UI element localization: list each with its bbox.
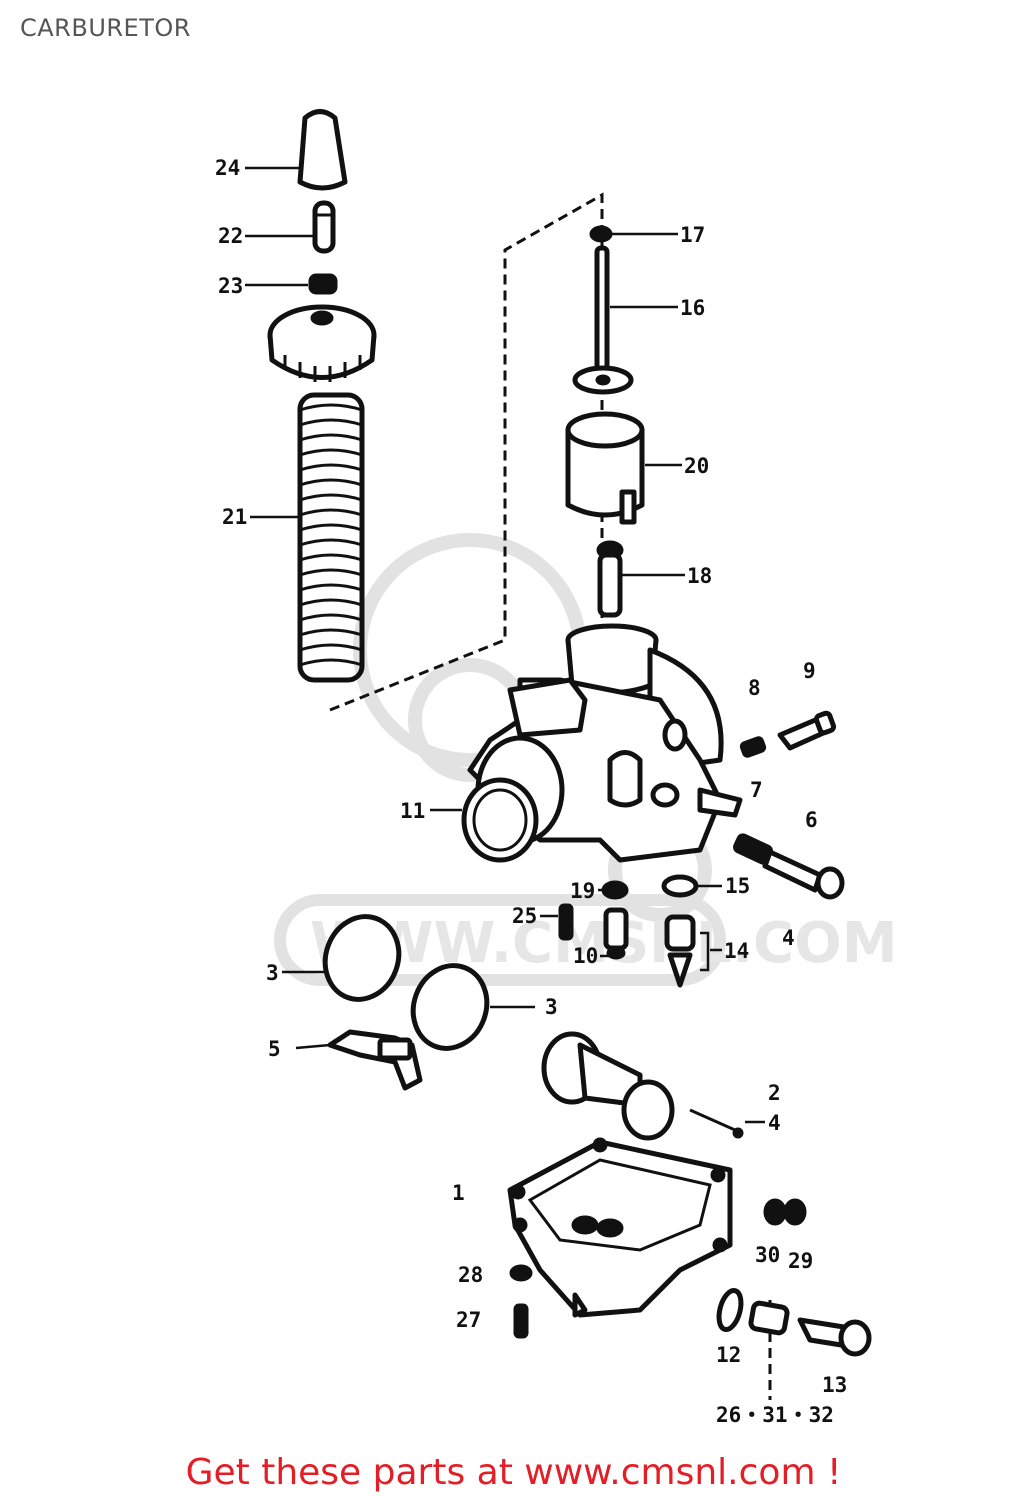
callout-28: 28 [458, 1263, 483, 1287]
callout-3-right: 3 [545, 995, 558, 1019]
leader-lines [245, 166, 765, 1124]
callout-12: 12 [716, 1343, 741, 1367]
part-throttle-stop-screw [777, 710, 837, 751]
part-float-pin [689, 1108, 744, 1139]
callout-17: 17 [680, 223, 705, 247]
part-carburetor-body [461, 623, 743, 863]
callout-1: 1 [452, 1181, 465, 1205]
footer-suffix: ! [815, 1452, 842, 1493]
callout-20: 20 [684, 454, 709, 478]
part-stop-screw-spring [739, 736, 767, 758]
part-main-jet [603, 907, 629, 960]
footer-link[interactable]: www.cmsnl.com [524, 1452, 816, 1493]
callout-numbers: 24 22 23 21 17 16 20 18 9 8 7 6 11 15 19… [215, 156, 847, 1427]
callout-16: 16 [680, 296, 705, 320]
part-float-chamber [507, 1137, 733, 1318]
callout-13: 13 [822, 1373, 847, 1397]
part-float-arm [327, 1029, 423, 1091]
callout-24: 24 [215, 156, 240, 180]
part-pilot-jet [558, 903, 574, 941]
callout-14: 14 [724, 939, 749, 963]
callout-22: 22 [218, 224, 243, 248]
callout-7: 7 [750, 778, 763, 802]
part-float-assembly [541, 1031, 675, 1141]
callout-4-upper: 4 [782, 926, 795, 950]
callout-15: 15 [725, 874, 750, 898]
callout-5: 5 [268, 1037, 281, 1061]
callout-30: 30 [755, 1243, 780, 1267]
footer-prefix: Get these parts at [185, 1452, 525, 1493]
part-screw-washer [509, 1264, 533, 1282]
part-needle-jet [596, 540, 624, 618]
part-drain-plug [763, 1198, 807, 1226]
part-drain-fitting [748, 1300, 790, 1336]
callout-8: 8 [748, 676, 761, 700]
part-throttle-spring [297, 392, 365, 683]
part-float-left [322, 914, 402, 1002]
callout-4-lower: 4 [768, 1111, 781, 1135]
footer-banner: Get these parts at www.cmsnl.com ! [0, 1452, 1027, 1493]
page-title: CARBURETOR [20, 14, 191, 42]
callout-3-left: 3 [266, 961, 279, 985]
callout-25: 25 [512, 904, 537, 928]
part-jet-needle [594, 245, 610, 376]
part-mixing-chamber-top [267, 304, 377, 382]
part-cap [297, 109, 348, 191]
callout-9: 9 [803, 659, 816, 683]
callout-29: 29 [788, 1249, 813, 1273]
part-float-right [410, 963, 490, 1051]
part-chamber-screw [513, 1303, 529, 1339]
part-throttle-valve [565, 411, 645, 525]
callout-21: 21 [222, 505, 247, 529]
callout-23: 23 [218, 274, 243, 298]
part-washer [601, 880, 629, 900]
part-adjust-screw [312, 200, 336, 254]
part-float-valve [664, 914, 710, 988]
part-air-screw [762, 849, 845, 900]
callout-6: 6 [805, 808, 818, 832]
part-needle-clip [589, 225, 613, 243]
callout-2: 2 [768, 1081, 781, 1105]
part-drain-gasket [716, 1288, 744, 1332]
callout-27: 27 [456, 1308, 481, 1332]
part-lock-nut [308, 273, 338, 295]
callout-11: 11 [400, 799, 425, 823]
callout-19: 19 [570, 879, 595, 903]
callout-26-31-32: 26・31・32 [716, 1403, 834, 1427]
part-o-ring [661, 874, 699, 898]
part-drain-bolt [797, 1317, 872, 1357]
callout-18: 18 [687, 564, 712, 588]
part-needle-retainer [572, 365, 634, 395]
callout-10: 10 [573, 944, 598, 968]
